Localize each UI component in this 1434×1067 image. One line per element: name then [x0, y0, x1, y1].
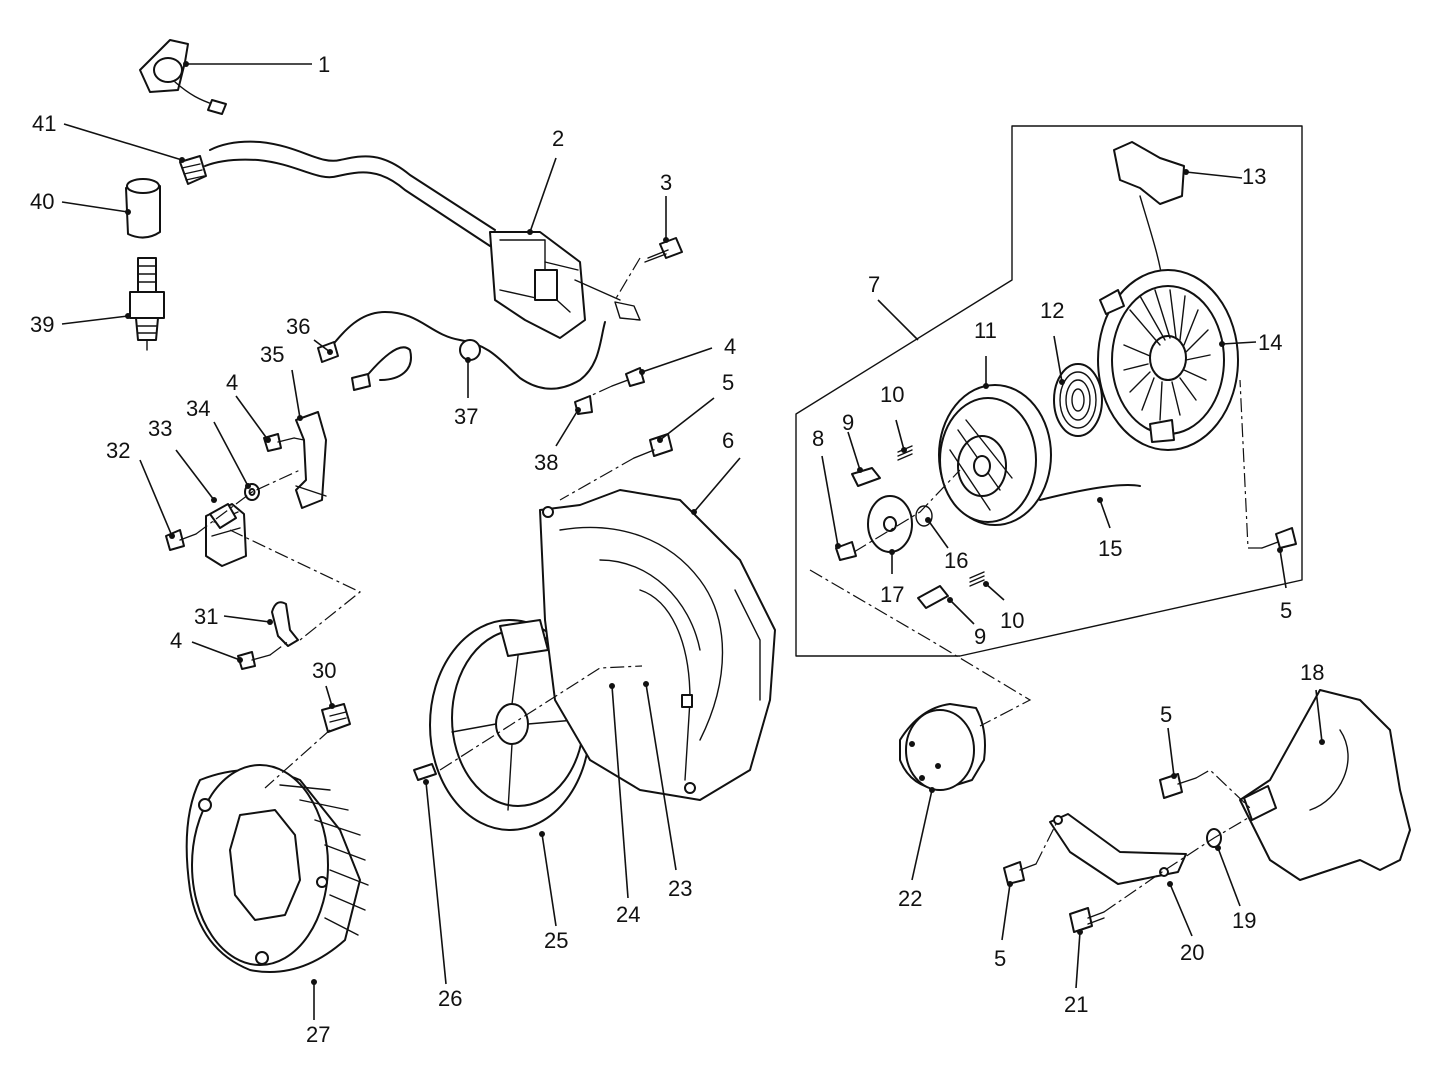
callout-31: 31	[194, 604, 218, 629]
screw-4-bottom-part	[237, 651, 271, 670]
callout-32: 32	[106, 438, 130, 463]
recoil-starter-assembly-outline	[795, 125, 1303, 657]
callout-24: 24	[616, 902, 640, 927]
spark-plug-boot-part	[179, 155, 207, 185]
callout-labels: 1 2 3 41 40 39 36 35 4 34 33 32 37 38 4 …	[30, 52, 1324, 1047]
screw-32-part	[165, 529, 197, 551]
callout-5-top: 5	[722, 370, 734, 395]
callout-23: 23	[668, 876, 692, 901]
callout-9-bottom: 9	[974, 624, 986, 649]
recoil-pulley-part	[938, 384, 1052, 526]
callout-13: 13	[1242, 164, 1266, 189]
callout-4-bottom: 4	[170, 628, 182, 653]
callout-18: 18	[1300, 660, 1324, 685]
callout-10-bottom: 10	[1000, 608, 1024, 633]
screw-5-bracket-part	[1003, 861, 1037, 885]
flywheel-part	[185, 764, 369, 973]
callout-4-mid: 4	[226, 370, 238, 395]
callout-19: 19	[1232, 908, 1256, 933]
callout-35: 35	[260, 342, 284, 367]
callout-27: 27	[306, 1022, 330, 1047]
callout-2: 2	[552, 126, 564, 151]
callout-16: 16	[944, 548, 968, 573]
callout-11: 11	[974, 318, 997, 343]
callout-34: 34	[186, 396, 210, 421]
callout-30: 30	[312, 658, 336, 683]
bolt-21-part	[1069, 907, 1105, 933]
spark-plug-cap-part	[125, 178, 161, 239]
callout-22: 22	[898, 886, 922, 911]
callout-38: 38	[534, 450, 558, 475]
callout-10-top: 10	[880, 382, 904, 407]
callout-1: 1	[318, 52, 330, 77]
stud-30-part	[321, 703, 351, 733]
pawl-9-bottom-part	[917, 585, 949, 609]
callout-20: 20	[1180, 940, 1204, 965]
ignition-module-part	[205, 503, 247, 567]
callout-36: 36	[286, 314, 310, 339]
callout-7: 7	[868, 272, 880, 297]
screw-5-right-part	[1261, 527, 1297, 549]
callout-4-top: 4	[724, 334, 736, 359]
screw-5-shroud-part	[1159, 773, 1197, 799]
callout-37: 37	[454, 404, 478, 429]
leader-lines	[61, 61, 1325, 1020]
starter-rope-part	[1039, 483, 1141, 501]
starter-handle-part	[1113, 141, 1185, 281]
assembly-lines	[195, 257, 1262, 913]
callout-33: 33	[148, 416, 172, 441]
callout-6: 6	[722, 428, 734, 453]
clip-31-part	[271, 601, 299, 647]
recoil-spring-part	[1053, 363, 1103, 437]
callout-26: 26	[438, 986, 462, 1011]
starter-hub-part	[899, 703, 986, 791]
mounting-bracket-part	[295, 411, 327, 509]
spark-plug-part	[129, 257, 165, 351]
screw-4-top-part	[611, 367, 645, 387]
woodruff-key-part	[413, 763, 437, 781]
callout-14: 14	[1258, 330, 1282, 355]
blower-housing-part	[539, 489, 776, 801]
bracket-20-part	[1049, 813, 1187, 885]
pawl-9-top-part	[851, 467, 881, 487]
cylinder-shroud-part	[1239, 689, 1411, 881]
callout-5-right: 5	[1280, 598, 1292, 623]
callout-3: 3	[660, 170, 672, 195]
screw-3-part	[644, 237, 683, 263]
callout-8: 8	[812, 426, 824, 451]
recoil-housing-part	[1097, 269, 1239, 451]
callout-5-shroud: 5	[1160, 702, 1172, 727]
kill-switch-part	[139, 39, 227, 115]
screw-5-top-part	[633, 433, 673, 459]
callout-25: 25	[544, 928, 568, 953]
friction-plate-17-part	[867, 495, 913, 553]
screw-8-part	[835, 541, 857, 561]
callout-5-bracket: 5	[994, 946, 1006, 971]
callout-21: 21	[1064, 992, 1088, 1017]
callout-39: 39	[30, 312, 54, 337]
spring-10-bottom-part	[969, 571, 985, 587]
ignition-coil-part	[204, 140, 641, 339]
callout-15: 15	[1098, 536, 1122, 561]
callout-17: 17	[880, 582, 904, 607]
callout-9-top: 9	[842, 410, 854, 435]
callout-40: 40	[30, 189, 54, 214]
ring-16-part	[915, 505, 933, 527]
callout-41: 41	[32, 111, 56, 136]
callout-12: 12	[1040, 298, 1064, 323]
